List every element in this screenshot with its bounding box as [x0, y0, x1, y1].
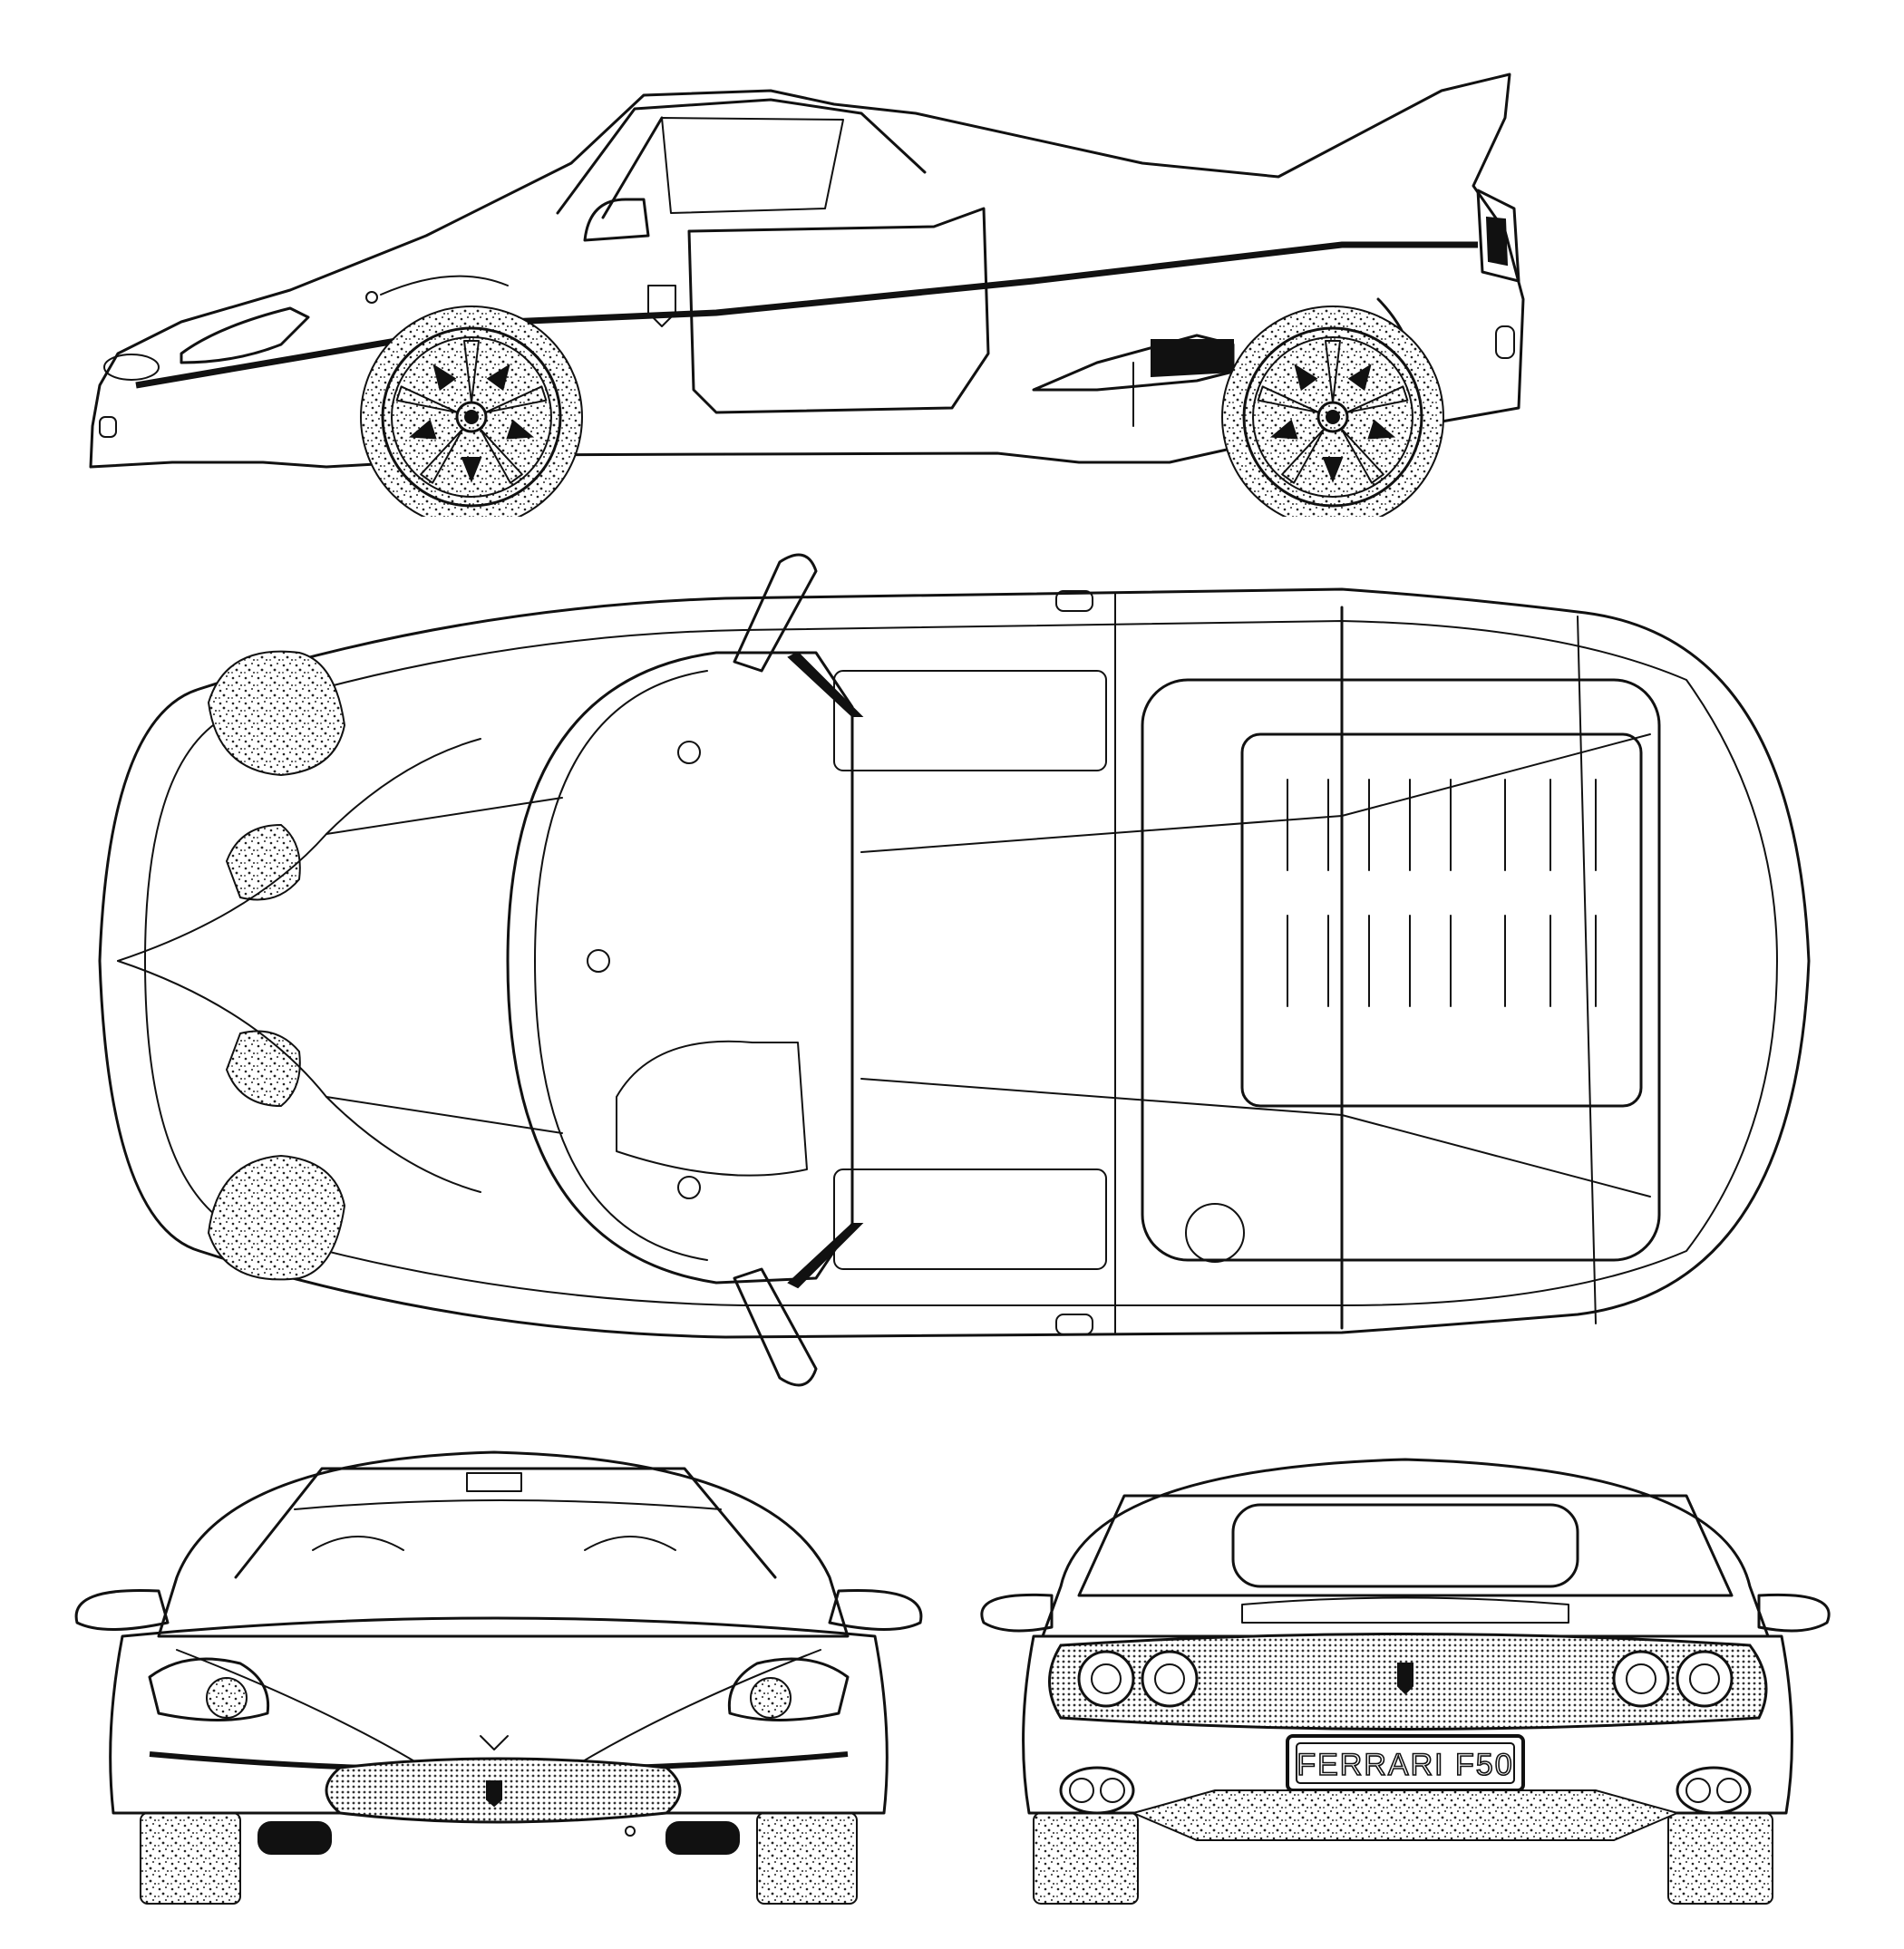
windshield	[506, 651, 854, 1285]
top-view-drawing	[98, 553, 1811, 1387]
rear-window	[1231, 1503, 1579, 1588]
rear-mirror-right	[1757, 1593, 1831, 1633]
rear-mirror-left	[980, 1593, 1054, 1633]
rear-right-tire	[1667, 1812, 1773, 1905]
front-view	[68, 1441, 966, 1913]
exhaust-right	[1676, 1766, 1752, 1815]
license-plate-text: FERRARI F50	[1297, 1748, 1513, 1782]
front-left-tire	[140, 1812, 241, 1905]
top-view	[91, 535, 1813, 1423]
mirror-left	[733, 553, 818, 673]
rear-left-tire	[1033, 1812, 1139, 1905]
front-mirror-left	[74, 1588, 170, 1631]
exhaust-left	[1059, 1766, 1135, 1815]
front-grille	[325, 1757, 682, 1824]
headlight-left	[207, 650, 346, 777]
mirror-right	[733, 1267, 818, 1387]
front-headlight-right	[727, 1657, 850, 1721]
side-view-drawing	[89, 73, 1525, 517]
front-right-tire	[756, 1812, 858, 1905]
taillights-left	[1077, 1650, 1199, 1708]
rear-view: FERRARI F50	[979, 1441, 1850, 1913]
taillights-right	[1612, 1650, 1734, 1708]
front-mirror-right	[828, 1588, 923, 1631]
side-view	[82, 63, 1822, 517]
front-headlight-left	[148, 1657, 270, 1721]
engine-grille	[1240, 732, 1643, 1108]
headlight-right	[207, 1154, 346, 1281]
rear-view-drawing: FERRARI F50	[980, 1458, 1831, 1905]
rear-wheel	[1220, 305, 1445, 517]
front-wheel	[359, 305, 584, 517]
front-view-drawing	[74, 1450, 923, 1905]
rear-diffuser	[1130, 1789, 1681, 1841]
